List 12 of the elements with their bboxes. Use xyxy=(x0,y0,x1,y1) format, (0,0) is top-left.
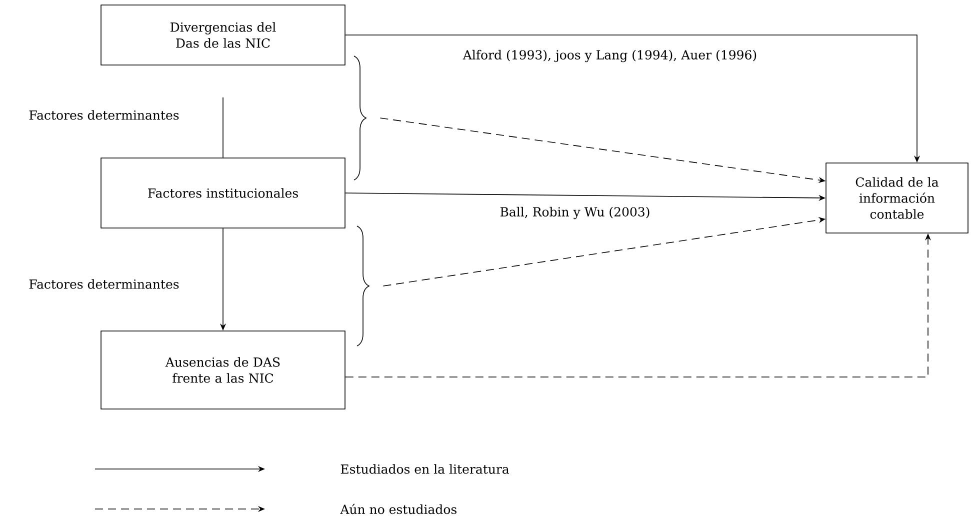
process-box: Calidad de la información contable xyxy=(826,162,968,234)
edge-label: Factores determinantes xyxy=(28,278,180,290)
legend-text: Aún no estudiados xyxy=(340,504,456,514)
edge-label: Ball, Robin y Wu (2003) xyxy=(498,206,652,220)
edge-label: Alford (1993), joos y Lang (1994), Auer (1996) xyxy=(462,48,758,64)
legend-text: Estudiados en la literatura xyxy=(340,464,510,474)
process-box: Factores institucionales xyxy=(100,158,346,228)
curly-brace xyxy=(356,226,370,346)
curly-brace xyxy=(354,56,366,180)
process-box: Ausencias de DAS frente a las NIC xyxy=(100,330,346,410)
edge-label: Factores determinantes xyxy=(28,109,180,121)
process-box: Divergencias del Das de las NIC xyxy=(100,4,346,66)
